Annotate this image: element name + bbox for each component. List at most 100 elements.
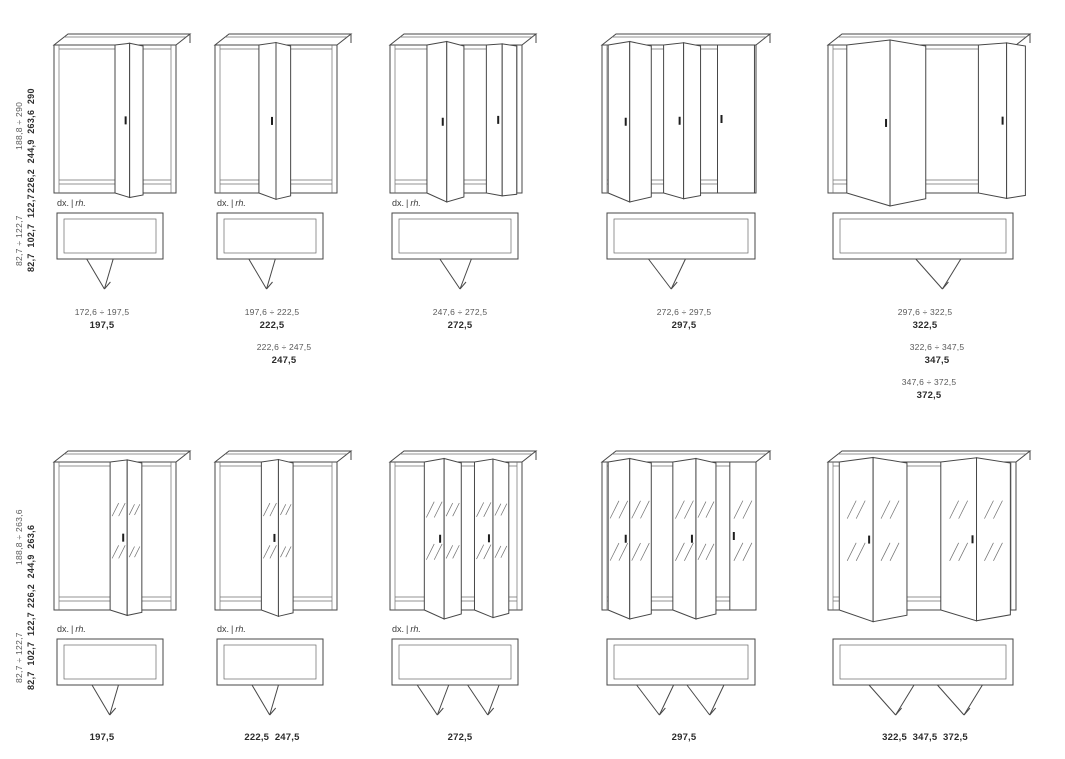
open-door-plan (648, 258, 672, 290)
folding-door-panel (126, 459, 143, 617)
mirror-reflection-line (880, 542, 891, 561)
wardrobe-plan-1-4 (606, 212, 756, 290)
dx-label: dx. (392, 198, 405, 208)
mirror-reflection-line (742, 500, 753, 519)
rh-label: rh. (75, 198, 86, 208)
mirror-reflection-line (134, 546, 141, 558)
wardrobe-elevation-1-1 (52, 33, 192, 199)
wardrobe-plan-2-2 (216, 638, 324, 716)
open-door-plan (487, 684, 500, 716)
plan-carcass (391, 212, 519, 260)
wardrobe-elevation-1-2 (213, 33, 353, 201)
mirror-reflection-line (128, 546, 135, 558)
plan-carcass (216, 212, 324, 260)
mirror-reflection-line (433, 543, 443, 560)
door-pivot-tick (487, 707, 495, 716)
mirror-reflection-line (500, 545, 508, 558)
mirror-reflection-line (285, 504, 292, 516)
dx-label: dx. (57, 624, 70, 634)
mirror-reflection-line (280, 504, 287, 516)
hand-option-label: dx.|rh. (57, 624, 86, 634)
wardrobe-elevation-2-4 (600, 450, 772, 620)
open-door-plan (459, 258, 472, 290)
width-value: 272,5 (447, 320, 473, 331)
door-pivot-tick (942, 281, 949, 290)
width-range: 272,6 ÷ 297,5 (656, 307, 712, 317)
folding-door-panel (501, 43, 518, 197)
hand-option-label: dx.|rh. (392, 624, 421, 634)
mirror-reflection-line (958, 542, 968, 561)
mirror-reflection-line (631, 500, 641, 519)
mirror-reflection-line (111, 502, 119, 517)
hand-separator: | (231, 624, 234, 634)
plan-interior (223, 218, 317, 254)
mirror-reflection-line (846, 500, 857, 519)
door-pivot-tick (895, 707, 902, 716)
folding-door-panel (275, 41, 292, 200)
plan-carcass (606, 638, 756, 686)
folding-door-panel (872, 456, 908, 623)
rh-label: rh. (235, 198, 246, 208)
hand-option-label: dx.|rh. (57, 198, 86, 208)
mirror-reflection-line (705, 543, 715, 561)
mirror-reflection-line (269, 545, 277, 559)
width-value: 197,5 (89, 320, 115, 331)
mirror-reflection-line (476, 544, 485, 560)
open-door-plan (709, 684, 725, 716)
door-pivot-tick (963, 707, 971, 716)
width-option: 172,6 ÷ 197,5 197,5 (22, 306, 182, 332)
mirror-reflection-line (684, 500, 694, 519)
door-pivot-tick (658, 707, 666, 716)
width-value: 347,5 (924, 355, 950, 366)
wardrobe-elevation-2-1 (52, 450, 192, 617)
mirror-reflection-line (993, 500, 1003, 519)
mirror-reflection-line (483, 502, 492, 517)
width-range: 172,6 ÷ 197,5 (74, 307, 130, 317)
open-door-plan (436, 684, 450, 716)
width-value: 247,5 (271, 355, 297, 366)
plan-carcass (216, 638, 324, 686)
width-range: 347,6 ÷ 372,5 (901, 377, 957, 387)
mirror-reflection-line (984, 542, 994, 561)
folding-door-panel (492, 458, 510, 619)
wardrobe-plan-1-2 (216, 212, 324, 290)
rh-label: rh. (410, 198, 421, 208)
plan-carcass (56, 638, 164, 686)
width-value: 322,5 (912, 320, 938, 331)
folding-door-panel (443, 457, 462, 620)
folding-door-panel (423, 457, 445, 620)
mirror-reflection-line (993, 542, 1003, 561)
wardrobe-elevation-2-3 (388, 450, 538, 620)
plan-carcass (606, 212, 756, 260)
mirror-reflection-line (111, 545, 119, 559)
door-pivot-tick (104, 281, 111, 290)
width-range: 197,6 ÷ 222,5 (244, 307, 300, 317)
mirror-reflection-line (618, 542, 629, 561)
mirror-reflection-line (855, 500, 866, 519)
mirror-reflection-line (958, 500, 968, 519)
height-range-label: 188,8 ÷ 263,6 (14, 509, 24, 565)
mirror-reflection-line (889, 542, 900, 561)
open-door-plan (467, 684, 489, 716)
folding-door-panel (129, 42, 144, 199)
open-door-plan (963, 684, 983, 716)
plan-interior (398, 644, 512, 680)
mirror-reflection-line (855, 542, 866, 561)
rh-label: rh. (75, 624, 86, 634)
open-door-plan (266, 258, 276, 290)
mirror-reflection-line (452, 502, 460, 517)
plan-interior (839, 218, 1007, 254)
mirror-reflection-line (705, 501, 715, 518)
depth-values-label: 82,7 102,7 122,7 (26, 612, 36, 690)
wardrobe-plan-2-3 (391, 638, 519, 716)
folding-door-panel (629, 457, 652, 620)
mirror-reflection-line (500, 503, 508, 516)
mirror-reflection-line (949, 542, 959, 561)
mirror-reflection-line (697, 543, 707, 561)
mirror-reflection-line (280, 546, 287, 558)
open-door-plan (251, 684, 271, 716)
folding-door-panel (260, 458, 279, 618)
